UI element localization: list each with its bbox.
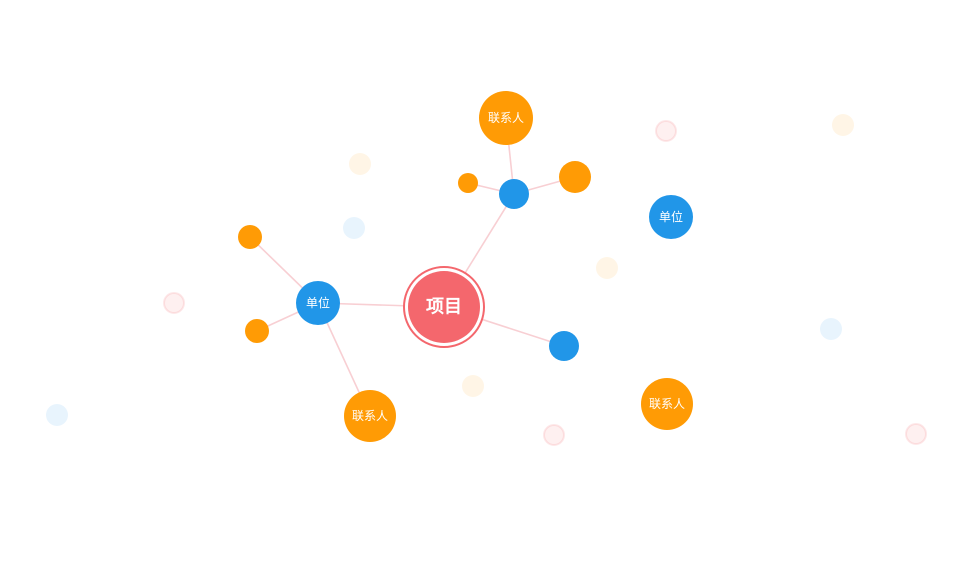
node-faded-project-2	[163, 292, 185, 314]
node-unit-left[interactable]: 单位	[296, 281, 340, 325]
node-circle-contact-top	[479, 91, 533, 145]
node-faded-project-1	[655, 120, 677, 142]
node-circle-faded-project-2	[163, 292, 185, 314]
node-circle-contact-left-lower	[245, 319, 269, 343]
node-label-unit-isolated: 单位	[659, 209, 683, 224]
node-circle-faded-unit-2	[820, 318, 842, 340]
node-contact-left-upper[interactable]	[238, 225, 262, 249]
edge-layer	[249, 117, 576, 417]
node-circle-faded-contact-2	[349, 153, 371, 175]
node-label-unit-left: 单位	[306, 295, 330, 310]
node-circle-unit-isolated	[649, 195, 693, 239]
node-circle-faded-unit-1	[343, 217, 365, 239]
node-circle-faded-project-3	[543, 424, 565, 446]
node-circle-faded-contact-4	[462, 375, 484, 397]
node-faded-unit-1	[343, 217, 365, 239]
node-contact-top-left[interactable]	[458, 173, 478, 193]
node-circle-contact-top-right	[559, 161, 591, 193]
node-faded-contact-1	[832, 114, 854, 136]
node-contact-top-right[interactable]	[559, 161, 591, 193]
node-faded-unit-2	[820, 318, 842, 340]
node-label-contact-bottom: 联系人	[352, 409, 388, 423]
node-label-contact-top: 联系人	[488, 111, 524, 125]
node-faded-unit-3	[46, 404, 68, 426]
node-project[interactable]: 项目	[403, 266, 485, 348]
node-faded-contact-4	[462, 375, 484, 397]
node-faded-project-4	[905, 423, 927, 445]
node-circle-faded-contact-1	[832, 114, 854, 136]
node-contact-bottom[interactable]: 联系人	[344, 390, 396, 442]
node-circle-faded-contact-3	[596, 257, 618, 279]
node-circle-contact-top-left	[458, 173, 478, 193]
node-circle-faded-project-4	[905, 423, 927, 445]
node-contact-isolated[interactable]: 联系人	[641, 378, 693, 430]
node-faded-project-3	[543, 424, 565, 446]
node-circle-contact-isolated	[641, 378, 693, 430]
node-unit-top[interactable]	[499, 179, 529, 209]
node-circle-project	[408, 271, 480, 343]
node-circle-unit-top	[499, 179, 529, 209]
node-circle-faded-project-1	[655, 120, 677, 142]
node-contact-top[interactable]: 联系人	[479, 91, 533, 145]
node-circle-unit-right	[549, 331, 579, 361]
node-label-project: 项目	[426, 297, 462, 318]
node-contact-left-lower[interactable]	[245, 319, 269, 343]
node-label-contact-isolated: 联系人	[649, 397, 685, 411]
node-unit-right[interactable]	[549, 331, 579, 361]
node-unit-isolated[interactable]: 单位	[649, 195, 693, 239]
node-circle-contact-bottom	[344, 390, 396, 442]
node-circle-faded-unit-3	[46, 404, 68, 426]
node-faded-contact-3	[596, 257, 618, 279]
node-circle-contact-left-upper	[238, 225, 262, 249]
node-circle-unit-left	[296, 281, 340, 325]
node-faded-contact-2	[349, 153, 371, 175]
